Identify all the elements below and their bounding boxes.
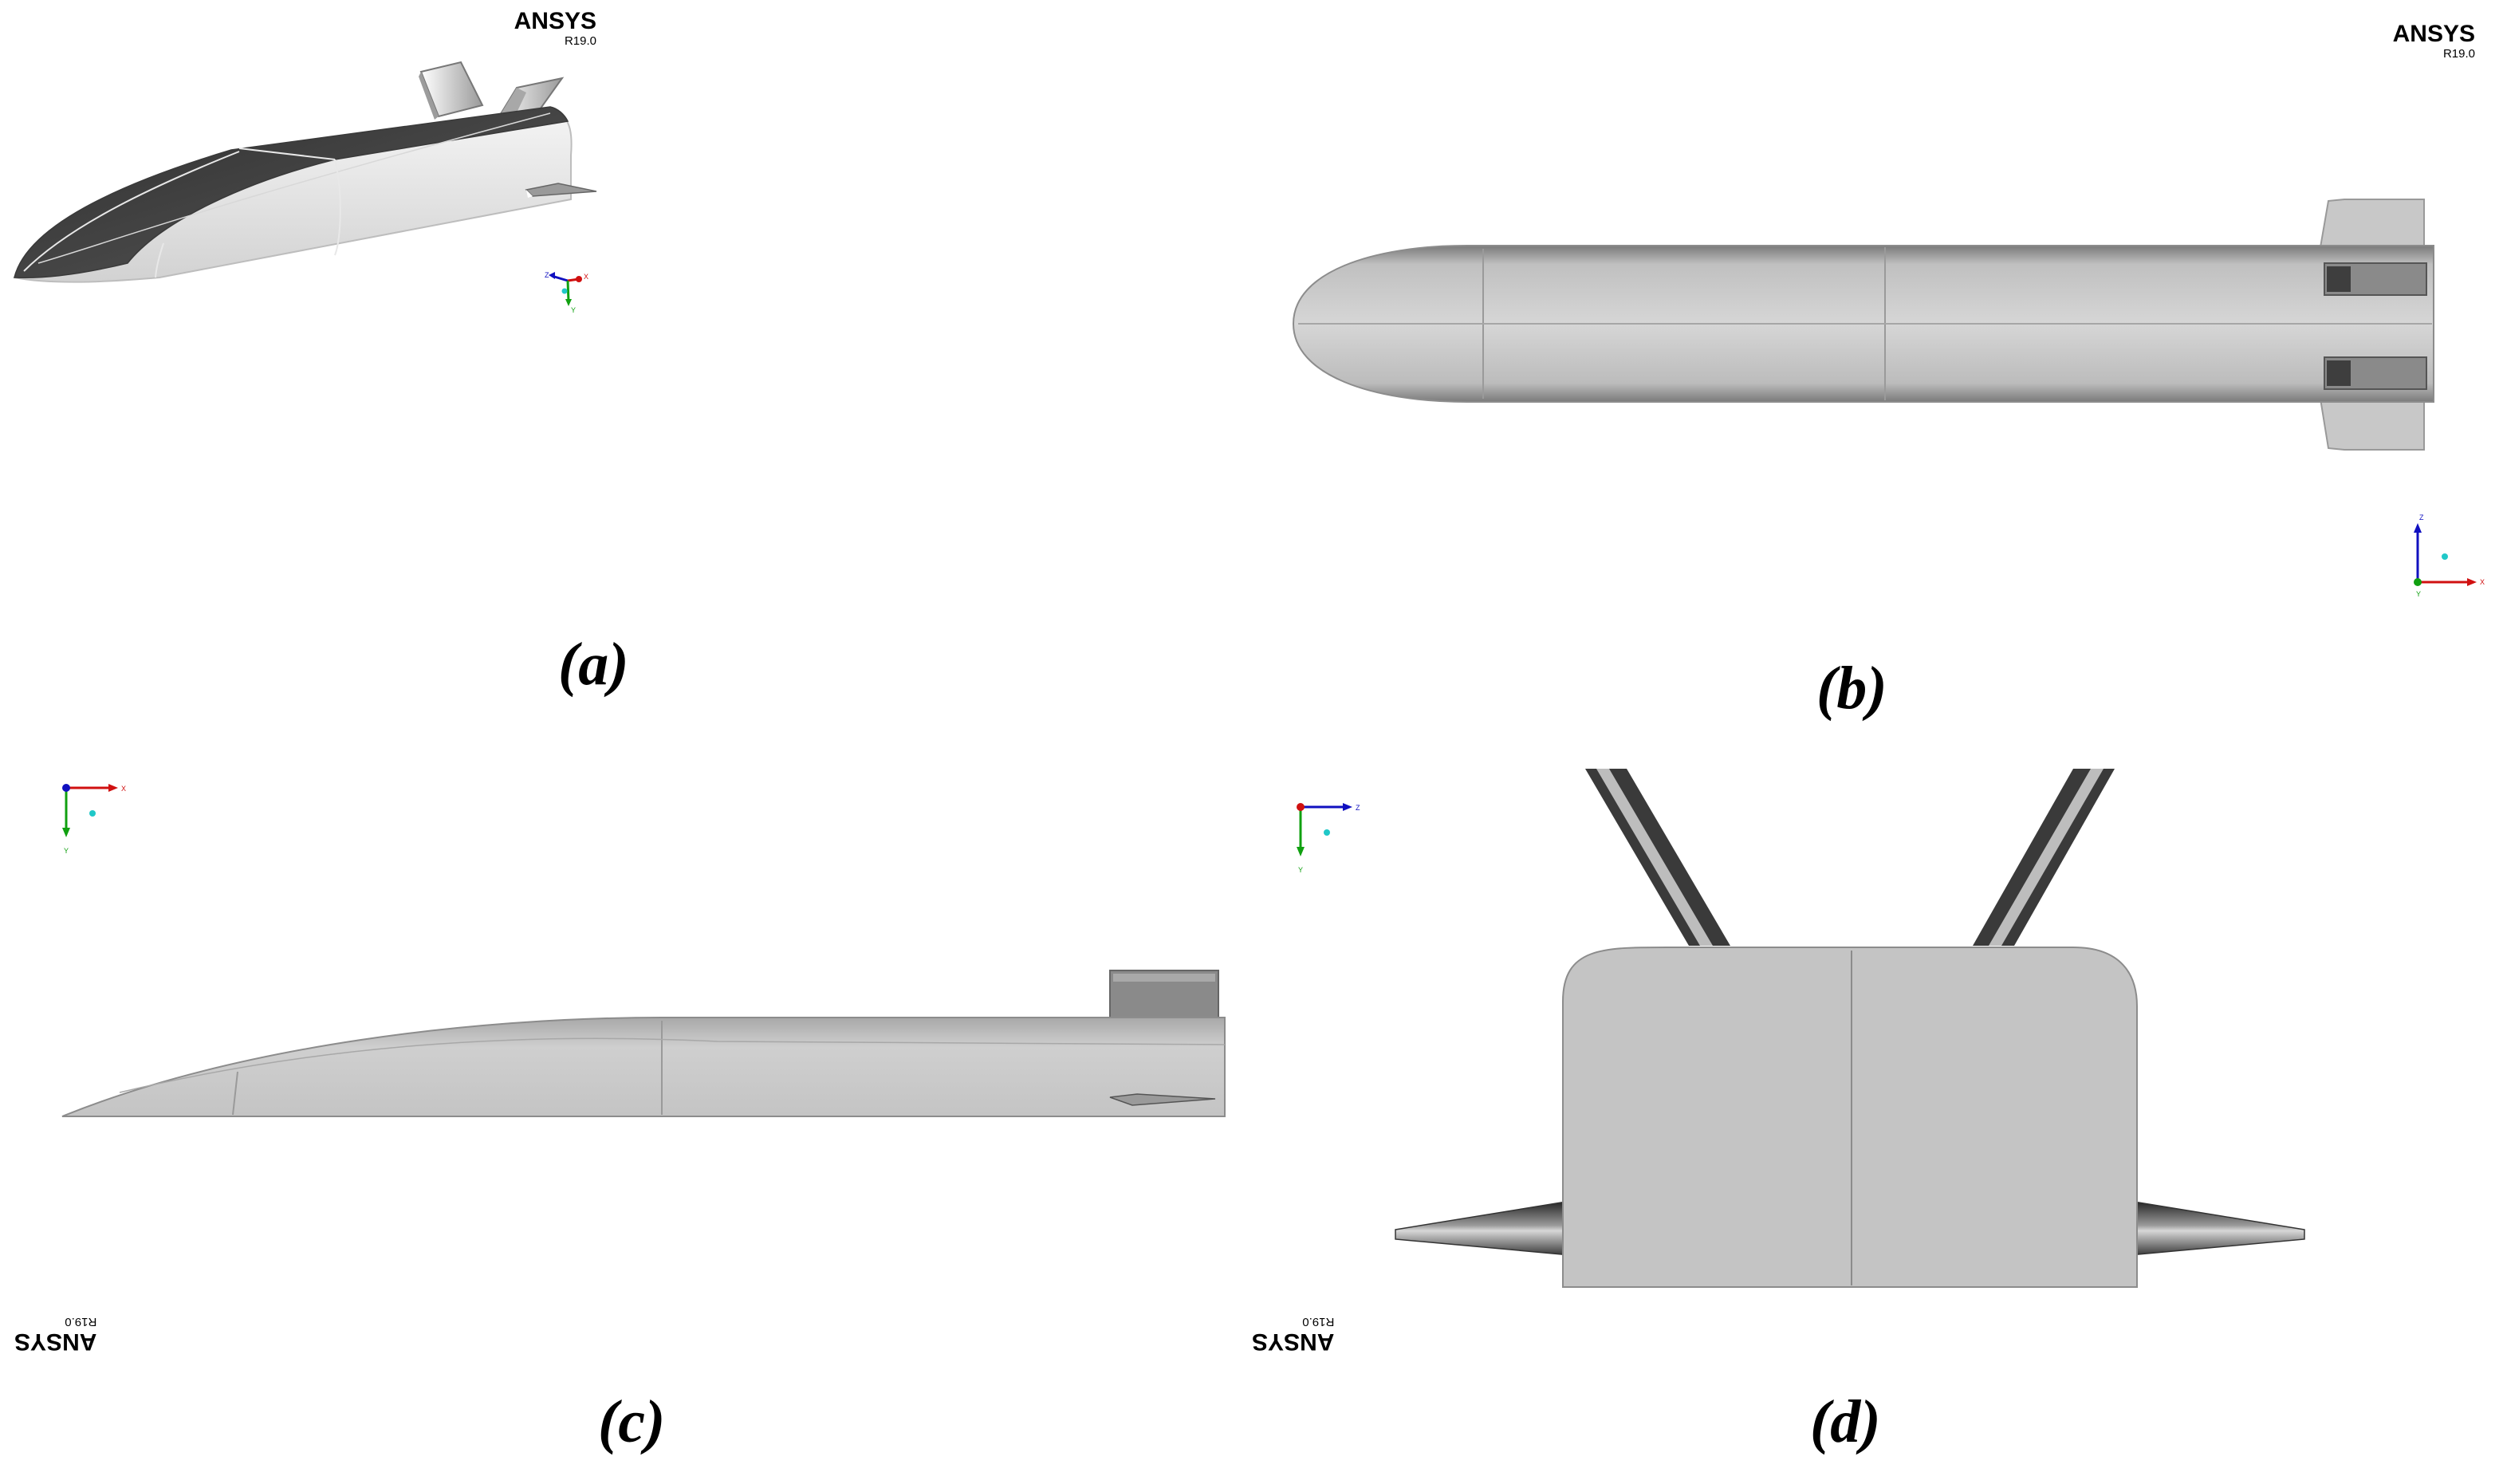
coordinate-triad: Z X Y	[2414, 514, 2485, 598]
ansys-logo: ANSYS R19.0	[14, 1315, 97, 1355]
side-view: X Y	[61, 784, 1226, 1117]
brand-name: ANSYS	[1252, 1329, 1335, 1355]
fuselage-side	[61, 1017, 1226, 1117]
brand-version: R19.0	[564, 34, 596, 48]
axis-label-y: Y	[2416, 590, 2421, 598]
fin-top-lower	[2319, 398, 2425, 451]
axis-label-y: Y	[571, 306, 576, 314]
fin-side-right	[2128, 1200, 2305, 1256]
rear-view: Z Y	[1297, 769, 2305, 1288]
panel-b: Z X Y ANSYS R19.0 (b)	[1292, 21, 2485, 722]
brand-name: ANSYS	[514, 8, 596, 34]
panel-d: Z Y ANSYS R19.0 (d)	[1252, 742, 2503, 1484]
axis-label-x: X	[121, 785, 126, 793]
brand-name: ANSYS	[2392, 21, 2475, 47]
brand-version: R19.0	[2442, 47, 2475, 61]
caption-b: (b)	[1816, 655, 1887, 722]
panel-a: Z X Y ANSYS R19.0 (a)	[0, 0, 1252, 742]
isometric-view: Z X Y	[13, 61, 597, 314]
panel-c: X Y ANSYS R19.0 (c)	[0, 742, 1252, 1484]
fin-side-left	[1395, 1200, 1572, 1256]
coordinate-triad: Z X Y	[545, 271, 588, 314]
brand-name: ANSYS	[14, 1329, 97, 1355]
rear-fin-lower	[1109, 1093, 1216, 1106]
caption-d: (d)	[1810, 1388, 1881, 1455]
axis-label-y: Y	[1298, 866, 1303, 874]
fin-top-upper	[2319, 199, 2425, 248]
ansys-logo: ANSYS R19.0	[1252, 1315, 1335, 1355]
axis-label-z: Z	[1356, 804, 1360, 812]
coordinate-triad: X Y	[62, 784, 126, 855]
axis-label-x: X	[2480, 578, 2485, 586]
brand-version: R19.0	[65, 1315, 97, 1329]
coordinate-triad: Z Y	[1297, 803, 1360, 874]
axis-label-z: Z	[545, 271, 549, 279]
axis-label-z: Z	[2419, 514, 2424, 522]
fuselage-rear-section	[1562, 947, 2138, 1288]
caption-c: (c)	[598, 1388, 666, 1455]
ansys-logo: ANSYS R19.0	[2392, 21, 2475, 61]
ansys-logo: ANSYS R19.0	[514, 8, 596, 48]
brand-version: R19.0	[1302, 1315, 1335, 1329]
top-view: Z X Y	[1292, 199, 2485, 598]
axis-label-y: Y	[64, 847, 69, 855]
rear-fin-lower	[525, 183, 597, 198]
rear-fin-upper-left	[419, 61, 484, 120]
fin-upper-right	[1973, 769, 2115, 946]
fin-upper-left	[1585, 769, 1730, 946]
axis-label-x: X	[584, 273, 588, 281]
caption-a: (a)	[558, 631, 629, 698]
